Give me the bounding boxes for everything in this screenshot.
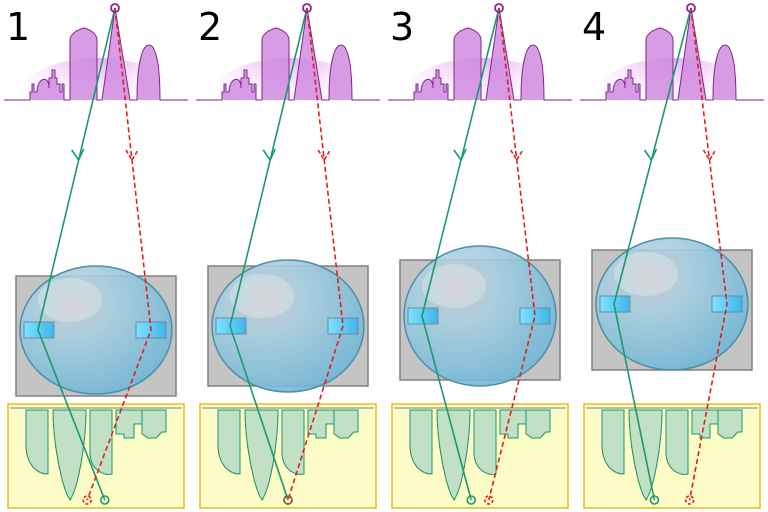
lens-highlight [422, 264, 486, 308]
ray-dashed-arrow [317, 149, 331, 162]
slit-right [519, 307, 551, 325]
skyline-object [196, 7, 380, 101]
panel-2: 2 [196, 3, 380, 509]
panel-3: 3 [388, 3, 572, 509]
source-point [302, 3, 312, 13]
ray-dashed-arrow [125, 149, 139, 162]
ray-solid-arrow [70, 148, 85, 162]
lens-highlight [614, 252, 678, 296]
focus-spot-dashed [684, 495, 695, 505]
image-solid-1 [25, 409, 49, 475]
panel-number-label: 3 [390, 5, 414, 49]
image-solid-5 [717, 409, 743, 439]
image-solid-1 [217, 409, 241, 475]
image-solid-1 [409, 409, 433, 475]
ray-solid [421, 7, 500, 501]
ray-dashed-arrow [510, 149, 524, 162]
image-solid-5 [141, 409, 167, 439]
image-solid-3 [473, 409, 497, 475]
focus-spot-dashed [484, 495, 494, 505]
panel-1: 1 [4, 3, 188, 509]
ray-dashed [86, 7, 152, 501]
image-solid-5 [525, 409, 551, 439]
retina-images [217, 409, 359, 501]
focus-spot-solid [100, 495, 110, 505]
image-solid-3 [281, 409, 305, 475]
ray-dashed [688, 7, 728, 501]
ray-solid-arrow [643, 148, 658, 162]
image-solid-2 [244, 409, 279, 501]
focus-spot-dashed [82, 495, 92, 505]
lens-highlight [230, 274, 294, 318]
skyline-object [388, 7, 572, 101]
focus-spot-solid [649, 495, 660, 505]
source-point [686, 3, 696, 13]
skyline-object [4, 7, 188, 101]
panel-number-label: 1 [6, 5, 30, 49]
image-solid-2 [436, 409, 471, 501]
ray-solid-arrow [262, 148, 276, 162]
eye-lens [19, 265, 173, 395]
ray-dashed [488, 7, 536, 501]
focus-spot-dashed [283, 495, 293, 505]
ray-solid [37, 7, 116, 501]
panel-number-label: 2 [198, 5, 222, 49]
ray-solid [613, 7, 692, 501]
focus-spot-solid [466, 495, 476, 505]
eye-lens [403, 245, 557, 387]
skyline-object [580, 7, 764, 101]
panel-number-label: 4 [582, 5, 606, 49]
retina-images [409, 409, 551, 501]
slit-left [215, 317, 247, 335]
eye-lens [211, 259, 365, 393]
source-point [110, 3, 120, 13]
image-solid-1 [601, 409, 625, 475]
ray-solid-arrow [453, 148, 467, 162]
image-solid-3 [665, 409, 689, 475]
panel-4: 4 [580, 3, 764, 509]
ray-solid [229, 7, 308, 501]
image-solid-3 [89, 409, 113, 475]
eye-lens [595, 237, 749, 371]
ray-dashed [287, 7, 344, 501]
slit-left [23, 321, 55, 339]
lens-highlight [38, 278, 102, 322]
ray-dashed-arrow [702, 149, 717, 162]
slit-left [407, 307, 439, 325]
source-point [494, 3, 504, 13]
image-solid-5 [333, 409, 359, 439]
